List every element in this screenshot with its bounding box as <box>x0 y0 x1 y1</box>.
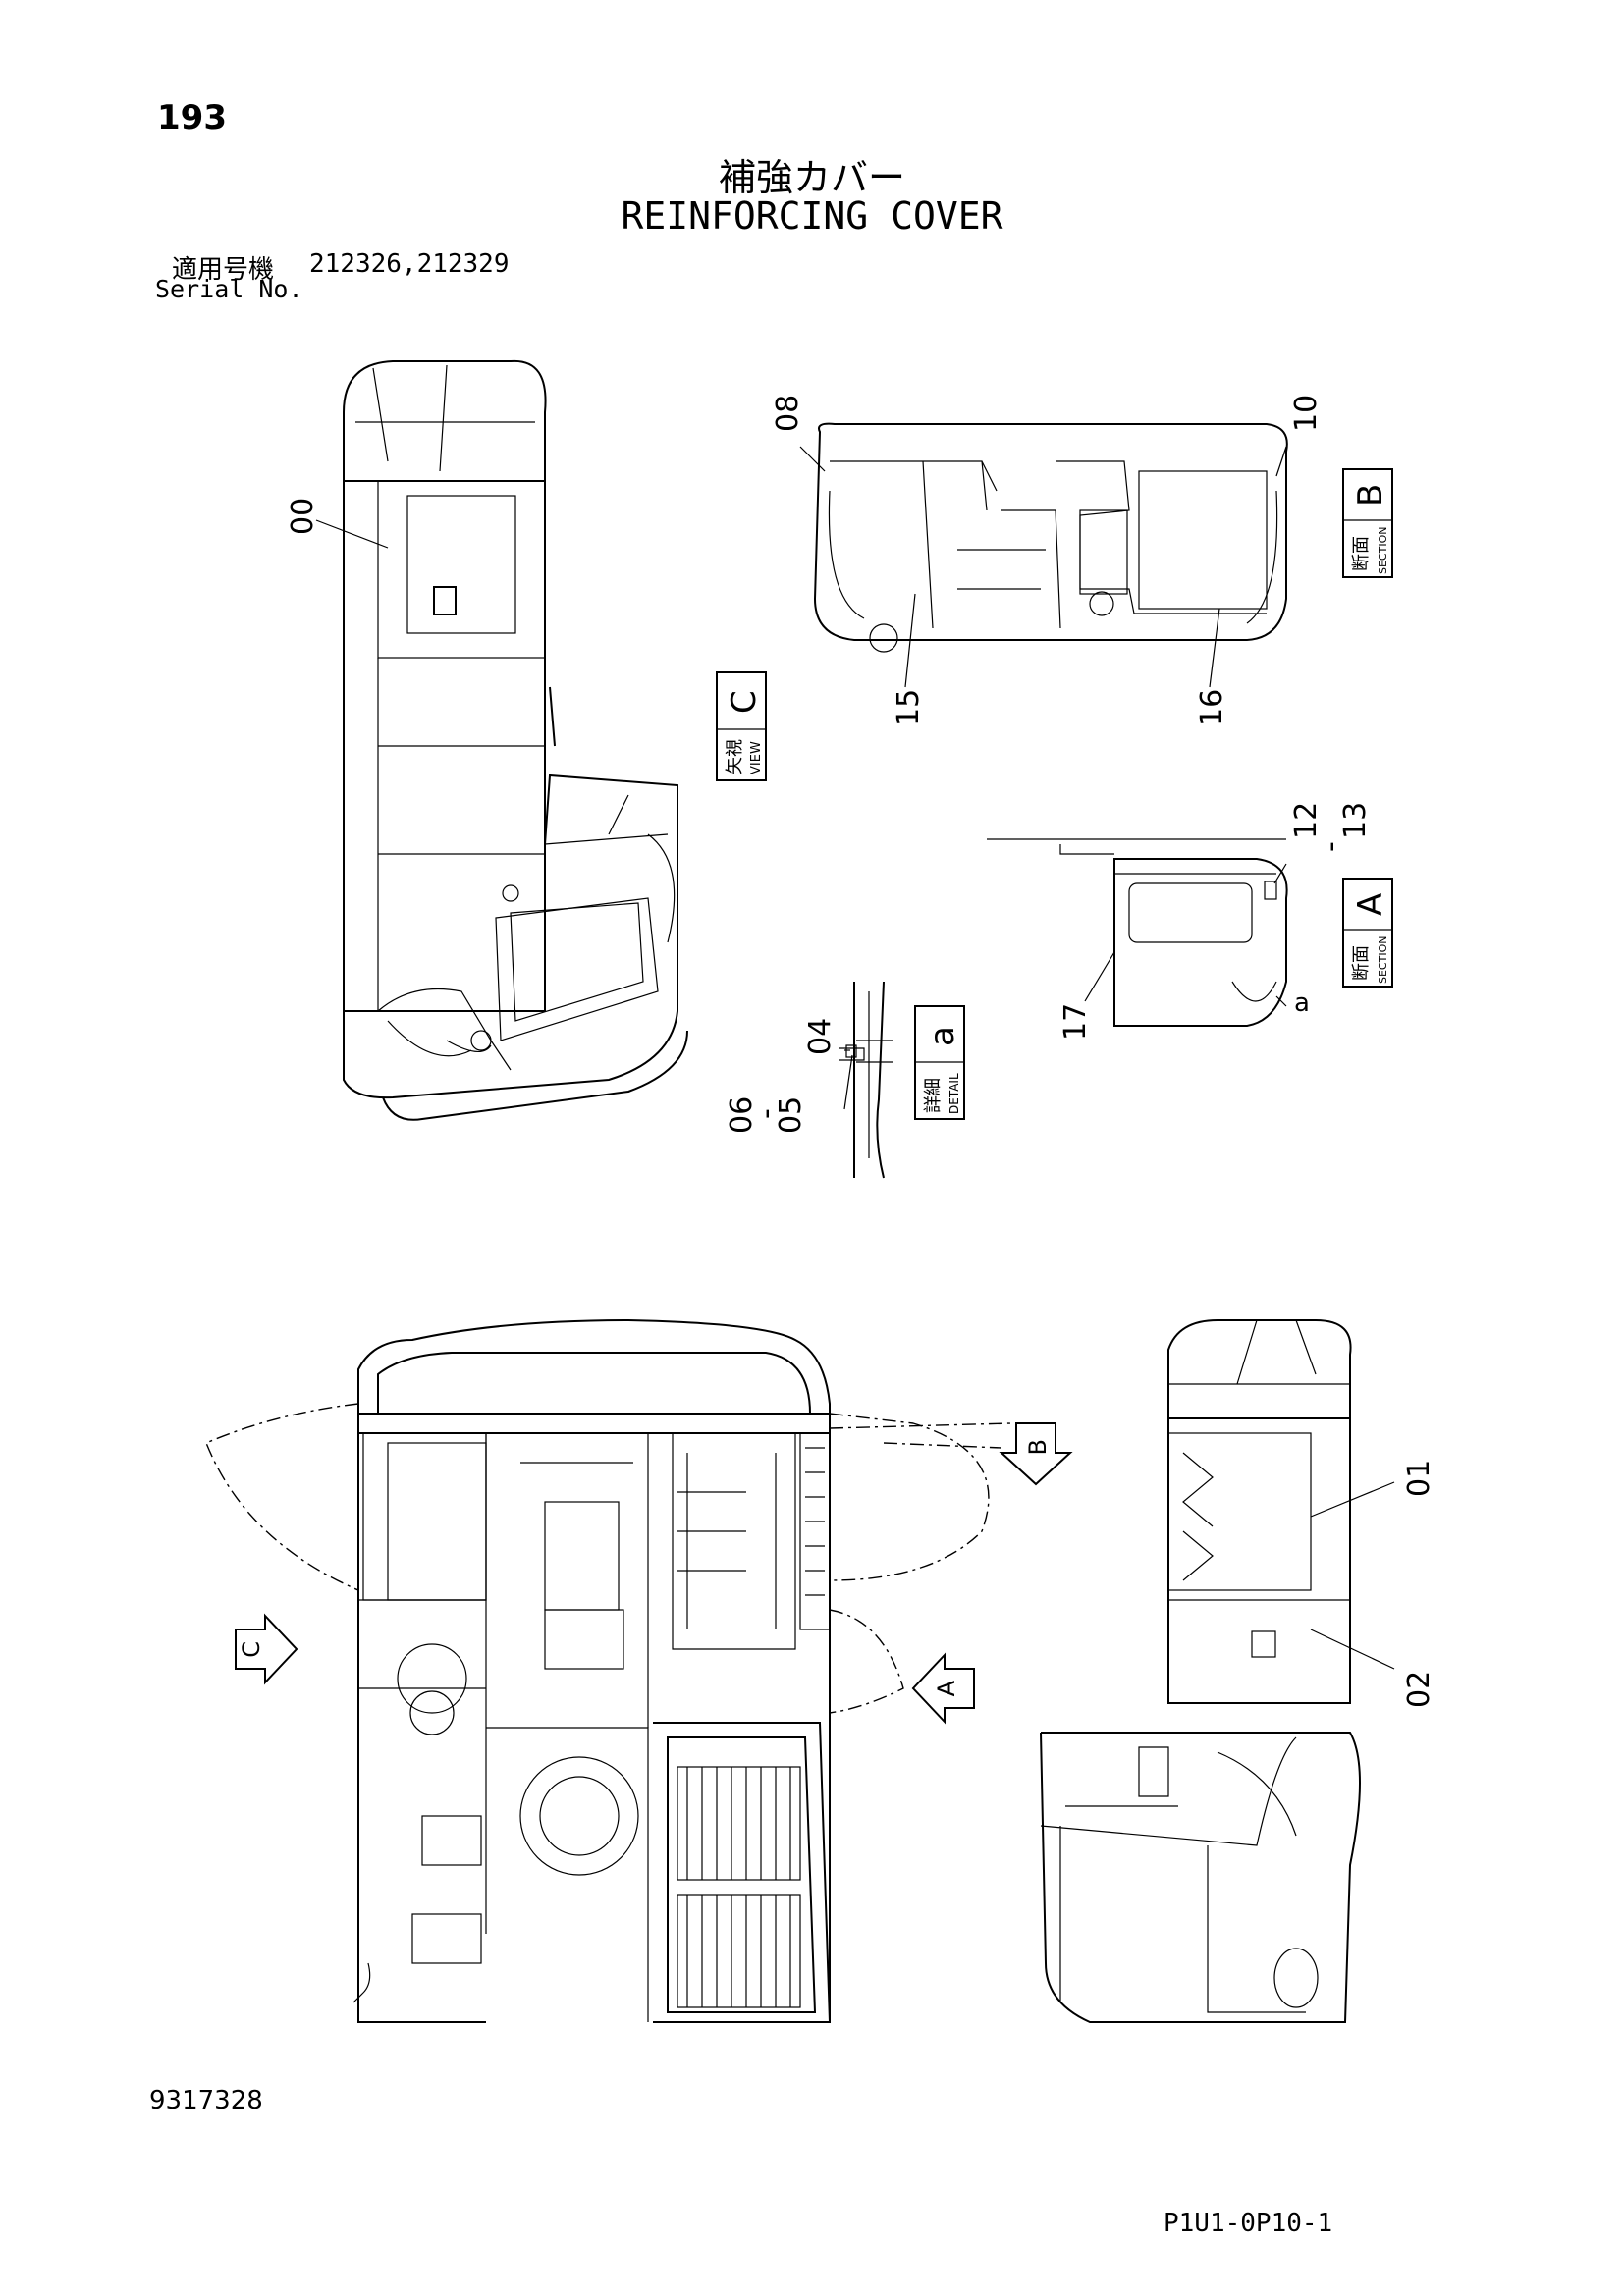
callout-12: 12 <box>1289 802 1324 839</box>
svg-text:DETAIL: DETAIL <box>947 1073 961 1114</box>
svg-text:SECTION: SECTION <box>1377 527 1389 574</box>
svg-text:a: a <box>923 1026 962 1046</box>
callout-15: 15 <box>892 689 926 726</box>
svg-text:断面: 断面 <box>1351 945 1372 981</box>
callout-06-05-dash: - <box>749 1108 784 1119</box>
callout-00: 00 <box>286 498 320 535</box>
svg-text:C: C <box>725 690 764 714</box>
section-a-drawing <box>987 838 1288 1027</box>
section-b-box: 断面 SECTION B <box>1342 468 1393 578</box>
callout-17: 17 <box>1058 1003 1093 1041</box>
leader-lines <box>315 446 1395 1670</box>
top-plan-drawing <box>205 1318 1012 2023</box>
detail-a-drawing <box>839 981 893 1179</box>
callout-13-dash: - <box>1314 841 1348 852</box>
callout-02: 02 <box>1402 1671 1436 1708</box>
svg-text:B: B <box>1351 484 1390 507</box>
svg-text:A: A <box>1351 893 1390 916</box>
section-a-box: 断面 SECTION A <box>1342 878 1393 988</box>
svg-text:VIEW: VIEW <box>749 741 764 774</box>
view-c-drawing <box>343 359 688 1121</box>
title-japanese: 補強カバー <box>718 156 905 199</box>
page-number: 193 <box>157 98 227 137</box>
view-arrow-a: A <box>911 1652 975 1725</box>
callout-06: 06 <box>725 1096 759 1134</box>
svg-text:SECTION: SECTION <box>1377 936 1389 984</box>
detail-a-reference: a <box>1294 988 1310 1018</box>
callout-04: 04 <box>803 1018 838 1055</box>
section-b-drawing <box>813 422 1288 653</box>
svg-text:B: B <box>1024 1439 1052 1455</box>
view-arrow-c: C <box>235 1613 298 1685</box>
drawing-number: 9317328 <box>149 2086 263 2115</box>
callout-01: 01 <box>1402 1460 1436 1497</box>
svg-text:A: A <box>933 1680 960 1696</box>
view-arrow-b: B <box>999 1422 1073 1486</box>
serial-numbers: 212326,212329 <box>309 249 510 279</box>
page-reference: P1U1-0P10-1 <box>1164 2209 1333 2238</box>
callout-08: 08 <box>771 395 805 432</box>
callout-05: 05 <box>774 1096 808 1134</box>
view-c-box: 矢視 VIEW C <box>716 671 767 781</box>
svg-text:詳細: 詳細 <box>923 1078 944 1113</box>
callout-13: 13 <box>1338 802 1373 839</box>
svg-text:矢視: 矢視 <box>725 739 745 774</box>
svg-text:C: C <box>238 1641 265 1658</box>
svg-text:断面: 断面 <box>1351 536 1372 571</box>
serial-label-english: Serial No. <box>155 275 303 303</box>
detail-a-box: 詳細 DETAIL a <box>914 1005 965 1120</box>
side-view-drawing <box>1040 1319 1361 2023</box>
title-english: REINFORCING COVER <box>621 194 1003 238</box>
serial-label-japanese: 適用号機 <box>172 255 275 285</box>
callout-10: 10 <box>1289 395 1324 432</box>
callout-16: 16 <box>1195 689 1229 726</box>
